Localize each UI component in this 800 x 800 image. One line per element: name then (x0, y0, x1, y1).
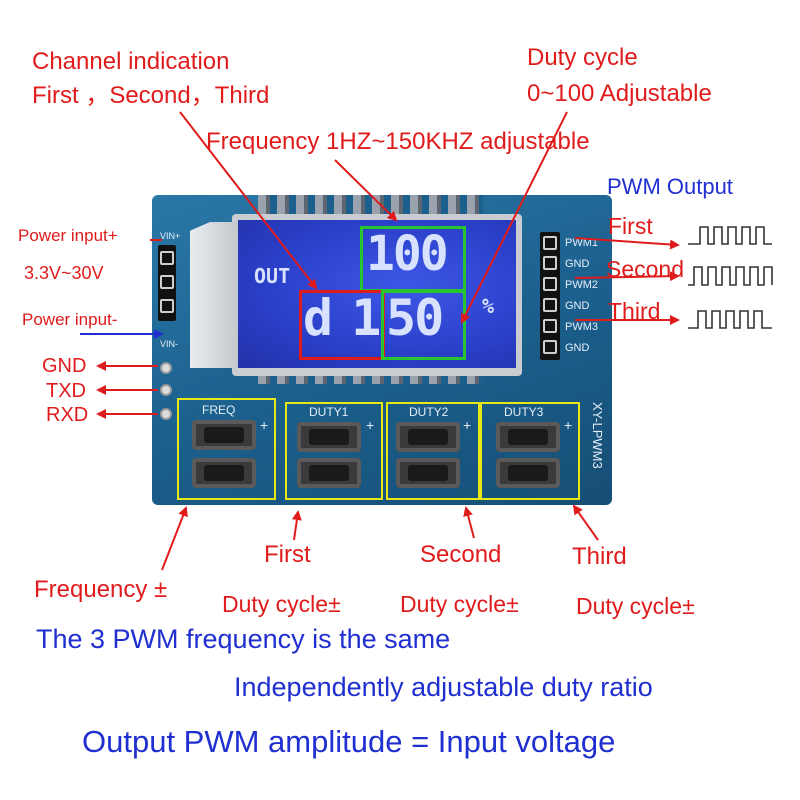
uart-pad-txd (160, 384, 172, 396)
duty1-up-button[interactable] (297, 422, 361, 452)
freq-down-button[interactable] (192, 458, 256, 488)
duty1-label: DUTY1 (309, 405, 349, 419)
pin-label-gnd2: GND (565, 300, 590, 312)
arrow-third-bottom (572, 504, 599, 541)
freq-button-group (177, 398, 276, 500)
pin-mid-1 (160, 275, 174, 289)
pin-pwm2 (543, 277, 557, 291)
duty3-down-button[interactable] (496, 458, 560, 488)
bottom-third-label: Third (572, 543, 627, 570)
pin-label-pwm3: PWM3 (565, 321, 598, 333)
duty2-down-button[interactable] (396, 458, 460, 488)
pin-pwm1 (543, 236, 557, 250)
note-independent-duty: Independently adjustable duty ratio (234, 672, 653, 702)
voltage-range-label: 3.3V~30V (24, 263, 104, 283)
duty-cycle-line1: Duty cycle (527, 44, 638, 71)
duty2-up-button[interactable] (396, 422, 460, 452)
duty2-button-group (386, 402, 480, 500)
bottom-second-label: Second (420, 541, 502, 568)
arrow-freq-bottom (161, 506, 188, 571)
channel-indication-line1: Channel indication (32, 48, 230, 75)
pwm1-waveform (688, 226, 772, 245)
pin-label-gnd1: GND (565, 258, 590, 270)
lcd-channel-prefix: d 1 (303, 289, 381, 347)
lcd-top-value: 100 (366, 226, 449, 282)
duty2-label: DUTY2 (409, 405, 449, 419)
pwm-third-label: Third (608, 298, 661, 324)
note-amplitude: Output PWM amplitude = Input voltage (82, 724, 616, 759)
pin-label-pwm2: PWM2 (565, 279, 598, 291)
uart-pad-rxd (160, 408, 172, 420)
arrow-channel (179, 111, 318, 290)
arrow-duty-cycle (461, 111, 568, 324)
power-input-plus-label: Power input+ (18, 226, 118, 245)
pwm2-waveform (688, 266, 773, 286)
arrow-first-bottom (291, 510, 302, 541)
duty1-button-group (285, 402, 383, 500)
gnd-label: GND (42, 355, 87, 377)
lcd-bezel-left-tab (190, 222, 240, 368)
duty1-down-button[interactable] (297, 458, 361, 488)
freq-label: FREQ (202, 403, 236, 417)
duty-cycle-line2: 0~100 Adjustable (527, 80, 712, 107)
freq-up-button[interactable] (192, 420, 256, 450)
duty3-button-group (480, 402, 580, 500)
duty3-label: DUTY3 (504, 405, 544, 419)
duty-cycle-2-label: Duty cycle± (400, 591, 519, 617)
pwm-first-label: First (608, 213, 653, 239)
lcd-bottom-value: 50 (386, 289, 444, 347)
duty2-plus-sign: + (463, 417, 472, 433)
pin-pwm3 (543, 319, 557, 333)
frequency-range-label: Frequency 1HZ~150KHZ adjustable (206, 128, 590, 155)
pin-gnd2 (543, 298, 557, 312)
rxd-label: RXD (46, 404, 89, 426)
pin-label-vin-minus: VIN- (160, 339, 178, 349)
duty3-up-button[interactable] (496, 422, 560, 452)
bottom-first-label: First (264, 541, 311, 568)
pwm-second-label: Second (606, 256, 685, 282)
bottom-value-highlight (381, 290, 466, 360)
duty-cycle-1-label: Duty cycle± (222, 591, 341, 617)
duty-cycle-3-label: Duty cycle± (576, 593, 695, 619)
duty3-plus-sign: + (564, 417, 573, 433)
lcd-top-pins (258, 195, 483, 217)
arrow-second-bottom (463, 506, 475, 539)
pin-gnd1 (543, 256, 557, 270)
pin-label-gnd3: GND (565, 342, 590, 354)
frequency-pm-label: Frequency ± (34, 576, 168, 603)
pin-label-pwm1: PWM1 (565, 237, 598, 249)
freq-plus-sign: + (260, 417, 269, 433)
lcd-out-label: OUT (254, 264, 291, 288)
pin-gnd3 (543, 340, 557, 354)
lcd-screen (238, 220, 516, 368)
duty1-plus-sign: + (366, 417, 375, 433)
pwm-output-label: PWM Output (607, 174, 733, 199)
uart-pad-gnd (160, 362, 172, 374)
note-same-frequency: The 3 PWM frequency is the same (36, 624, 451, 654)
arrow-frequency (334, 159, 398, 222)
channel-indication-line2: First ，Second，Third (32, 82, 270, 109)
pin-label-vin-plus: VIN+ (160, 231, 181, 241)
power-input-minus-label: Power input- (22, 310, 118, 329)
pin-vin-plus (160, 251, 174, 265)
pwm3-waveform (688, 310, 772, 329)
arrow-pwm2 (574, 271, 680, 282)
pin-mid-2 (160, 299, 174, 313)
arrow-pwm1 (574, 237, 680, 250)
lcd-percent: % (482, 294, 495, 318)
txd-label: TXD (46, 380, 86, 402)
